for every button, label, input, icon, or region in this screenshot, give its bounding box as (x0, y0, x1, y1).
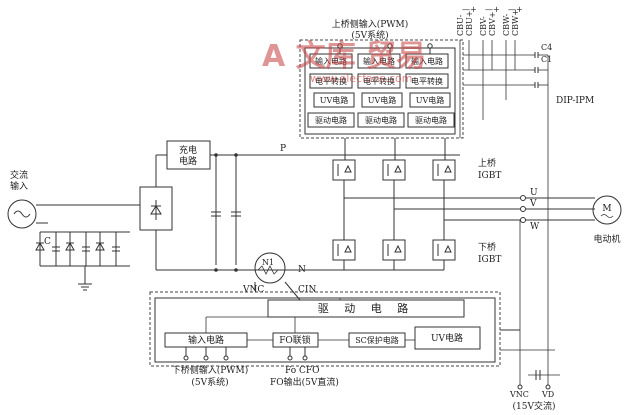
upper-drive-2: 驱动电路 (365, 115, 397, 125)
fo-pins-label: Fo CFO (285, 366, 320, 376)
lower-igbt-bank (332, 239, 456, 271)
sc-protect-label: SC保护电路 (355, 335, 399, 345)
level-shift-2: 电平转换 (363, 76, 395, 86)
phase-u-label: U (530, 188, 538, 198)
shunt-n1 (254, 252, 286, 284)
n1-label: N1 (262, 258, 274, 267)
svg-text:+: + (470, 5, 477, 14)
upper-igbt-line1: 上桥 (478, 157, 496, 169)
svg-text:+: + (516, 5, 523, 14)
cin-label: CIN (298, 285, 316, 295)
cbu-minus-label: CBU- (456, 14, 465, 36)
upper-input-circuit-1: 输入电路 (315, 56, 347, 66)
c1-label: C1 (541, 55, 552, 64)
cap-c-label: C (44, 237, 51, 247)
motor-symbol: M (602, 204, 611, 214)
phase-outputs (343, 180, 595, 240)
lower-input-subtitle: (5V系统) (191, 376, 228, 388)
upper-input-subtitle: (5V系统) (351, 29, 388, 41)
level-shift-3: 电平转换 (411, 76, 443, 86)
cbu-plus-label: CBU+ (465, 11, 474, 36)
lower-drive-circuit-label: 驱 动 电 路 (318, 302, 415, 315)
upper-uv-2: UV电路 (368, 95, 397, 105)
svg-text:—: — (485, 5, 493, 14)
lower-uv-box (414, 326, 481, 350)
dip-ipm-label: DIP-IPM (556, 96, 594, 106)
vnc-label: VNC (242, 285, 264, 295)
motor (592, 195, 622, 225)
lower-input-circuit-label: 输入电路 (188, 334, 224, 346)
upper-uv-1: UV电路 (320, 95, 349, 105)
upper-drive-3: 驱动电路 (415, 115, 447, 125)
svg-text:+: + (493, 5, 500, 14)
fo-latch-label: FO联锁 (279, 334, 311, 346)
fo-output-label: FO输出(5V直流) (270, 376, 339, 388)
vnc-pin-label: VNC (509, 390, 529, 399)
upper-drive-1: 驱动电路 (315, 115, 347, 125)
upper-uv-3: UV电路 (416, 95, 445, 105)
motor-caption: 电动机 (593, 233, 620, 245)
bootstrap-cap-labels: CBU- CBU+ CBV- CBV+ CBW- CBW+ — + — + — … (456, 5, 523, 36)
lower-igbt-line2: IGBT (478, 255, 501, 265)
lower-igbt-line1: 下桥 (478, 241, 496, 253)
lower-drive-circuit-box (267, 299, 465, 318)
upper-input-title: 上桥侧输入(PWM) (332, 18, 409, 30)
cbv-plus-label: CBV+ (488, 12, 497, 36)
phase-w-label: W (530, 222, 540, 232)
phase-v-label: V (529, 199, 537, 209)
supply-label: (15V交流) (513, 400, 556, 412)
lower-uv-label: UV电路 (431, 332, 463, 344)
cbv-minus-label: CBV- (479, 16, 488, 36)
lower-input-pins (183, 347, 308, 361)
charge-circuit-line1: 充电 (179, 144, 197, 156)
lower-driver-module (149, 291, 501, 367)
upper-driver-rows: 输入电路 输入电路 输入电路 电平转换 电平转换 电平转换 UV电路 UV电路 … (307, 53, 455, 128)
vd-pin-label: VD (541, 390, 554, 399)
upper-input-circuit-2: 输入电路 (363, 56, 395, 66)
upper-input-circuit-3: 输入电路 (411, 56, 443, 66)
n-label: N (298, 265, 306, 275)
watermark-logo: A 文库 贸易 (262, 39, 426, 74)
charge-circuit-line2: 电路 (179, 155, 197, 167)
watermark-url: www.elecfans.com (310, 72, 412, 85)
ac-source (7, 199, 140, 229)
upper-driver-module (299, 39, 464, 139)
ac-input-line1: 交流输入 (10, 169, 28, 192)
upper-igbt-line2: IGBT (478, 171, 501, 181)
svg-text:—: — (508, 5, 516, 14)
p-label: P (280, 144, 286, 154)
upper-igbt-bank (330, 138, 460, 181)
level-shift-1: 电平转换 (315, 76, 347, 86)
cbw-plus-label: CBW+ (511, 9, 520, 36)
rectifier-bank (35, 231, 130, 291)
svg-text:—: — (462, 5, 470, 14)
cbw-minus-label: CBW- (502, 13, 511, 36)
c4-label: C4 (541, 43, 552, 52)
lower-input-title: 下桥侧输入(PWM) (172, 364, 249, 376)
